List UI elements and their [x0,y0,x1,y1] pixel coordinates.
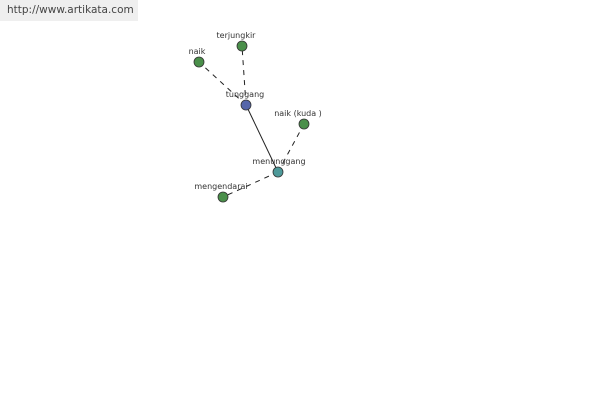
node-label-naik-kuda[interactable]: naik (kuda ) [274,109,322,118]
node-naik-kuda[interactable] [298,118,310,130]
node-label-menunggang[interactable]: menunggang [252,157,305,166]
node-label-tunggang[interactable]: tunggang [226,90,264,99]
labels-layer: tunggang menunggang terjungkir naik naik (ku… [189,31,322,191]
edges-layer [198,45,305,198]
node-label-terjungkir[interactable]: terjungkir [217,31,257,40]
node-tunggang[interactable] [240,99,252,111]
nodes-layer [193,40,310,203]
edge-tunggang-menunggang [245,104,279,173]
node-terjungkir[interactable] [236,40,248,52]
node-label-mengendarai[interactable]: mengendarai [194,182,247,191]
source-url[interactable]: http://www.artikata.com [7,4,134,16]
node-mengendarai[interactable] [217,191,229,203]
edge-menunggang-mengendarai [222,171,279,198]
node-label-naik[interactable]: naik [189,47,206,56]
node-menunggang[interactable] [272,166,284,178]
source-banner: http://www.artikata.com [0,0,138,21]
edge-tunggang-naik [198,61,247,106]
node-naik[interactable] [193,56,205,68]
